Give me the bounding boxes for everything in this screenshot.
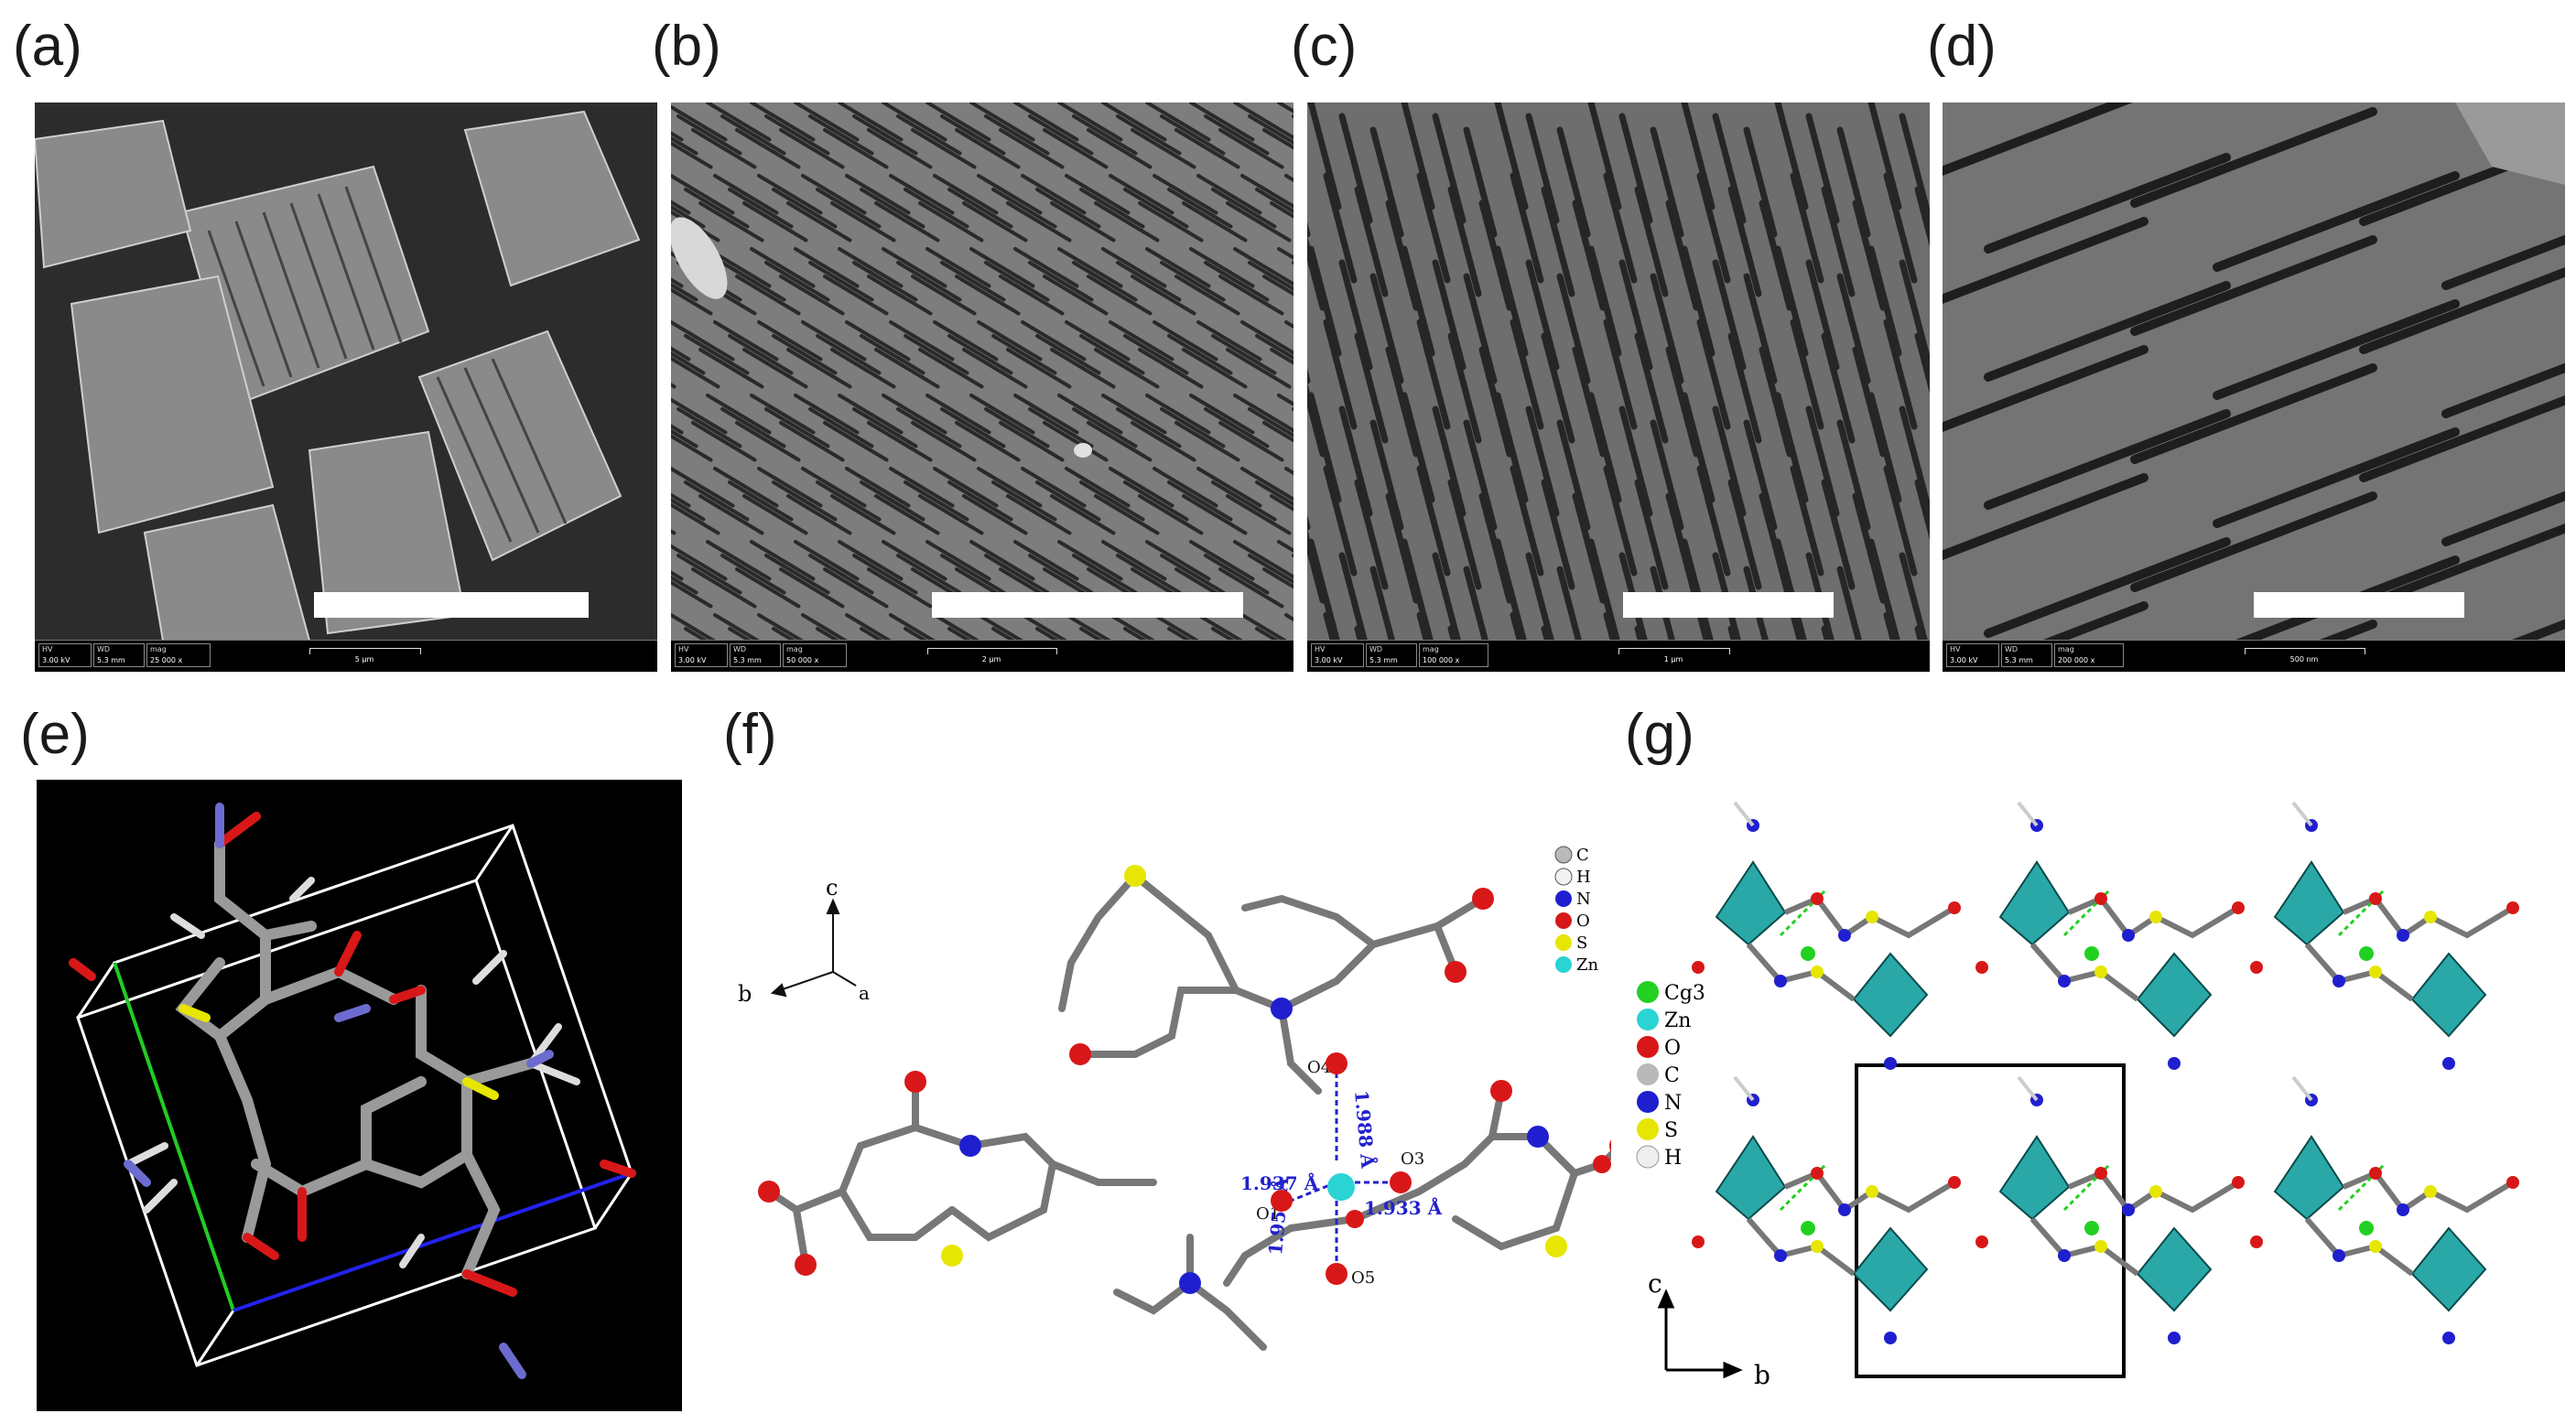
axis-b-label-g: b <box>1754 1360 1770 1390</box>
svg-text:Zn: Zn <box>1664 1009 1691 1032</box>
svg-text:H: H <box>1664 1147 1682 1170</box>
mini-scale-a <box>309 648 421 654</box>
svg-text:O: O <box>1664 1037 1681 1060</box>
axis-b-label: b <box>738 981 752 1007</box>
axis-c-label: c <box>826 875 838 901</box>
svg-text:1.988 Å: 1.988 Å <box>1350 1089 1379 1169</box>
legend-g: Cg3 Zn O C N S H <box>1636 981 1705 1170</box>
unit-cell-outline <box>1855 1063 2126 1378</box>
svg-text:O4: O4 <box>1307 1058 1331 1077</box>
panel-label-d: (d) <box>1927 15 1997 78</box>
scale-label-d: 500 nm <box>2289 655 2319 663</box>
svg-text:C: C <box>1664 1064 1680 1087</box>
atoms-f <box>758 865 1611 1294</box>
sem-texture-d <box>1943 102 2565 641</box>
axis-triad-g <box>1657 1289 1743 1379</box>
axis-c-label-g: c <box>1648 1268 1662 1299</box>
sem-texture-a <box>35 102 657 641</box>
panel-label-f: (f) <box>723 703 777 766</box>
svg-text:Cg3: Cg3 <box>1664 982 1705 1005</box>
scale-bar-b <box>932 592 1243 618</box>
panel-label-g: (g) <box>1625 703 1694 766</box>
svg-text:O5: O5 <box>1351 1268 1375 1288</box>
scale-bar-a <box>314 592 589 618</box>
mini-scale-c <box>1618 648 1730 654</box>
svg-text:N: N <box>1664 1092 1682 1115</box>
packing-molecules <box>1692 801 2519 1344</box>
axis-a-label: a <box>859 982 870 1004</box>
svg-text:S: S <box>1576 933 1587 953</box>
scale-label-a: 5 μm <box>354 655 374 663</box>
zn-atom <box>1327 1173 1355 1201</box>
svg-text:O: O <box>1576 912 1590 931</box>
mini-scale-d <box>2245 648 2365 654</box>
panel-label-b: (b) <box>652 15 721 78</box>
sem-texture-c <box>1307 102 1930 641</box>
panel-label-c: (c) <box>1291 15 1358 78</box>
svg-text:Zn: Zn <box>1576 955 1599 975</box>
svg-text:C: C <box>1576 846 1589 865</box>
panel-label-e: (e) <box>20 703 90 766</box>
svg-text:O1: O1 <box>1256 1204 1280 1224</box>
packing-diagram-g: Cg3 Zn O C N S H c b <box>1636 801 2519 1390</box>
legend-f: C H N O S Zn <box>1554 846 1599 975</box>
svg-text:H: H <box>1576 868 1591 887</box>
svg-text:N: N <box>1576 890 1591 909</box>
atom-labels-f: O4 O1 O3 O5 <box>1256 1058 1424 1288</box>
bond-length-labels: 1.988 Å 1.937 Å 1.933 Å 1.954 Å <box>1240 1089 1443 1256</box>
coordination-diagram-f: c b a 1.988 Å 1.937 Å 1.933 Å 1.954 Å O4 <box>738 846 1611 1351</box>
scale-bar-c <box>1623 592 1834 618</box>
svg-text:O3: O3 <box>1401 1149 1424 1169</box>
axis-triad-f <box>770 898 857 998</box>
scale-label-b: 2 μm <box>981 655 1001 663</box>
scale-label-c: 1 μm <box>1663 655 1683 663</box>
panel-label-a: (a) <box>13 15 82 78</box>
svg-text:1.933 Å: 1.933 Å <box>1364 1197 1443 1219</box>
svg-text:S: S <box>1664 1119 1678 1142</box>
crystal-cell-view-e <box>37 780 682 1411</box>
mini-scale-b <box>927 648 1057 654</box>
scale-bar-d <box>2254 592 2464 618</box>
sem-texture-b <box>671 102 1293 641</box>
